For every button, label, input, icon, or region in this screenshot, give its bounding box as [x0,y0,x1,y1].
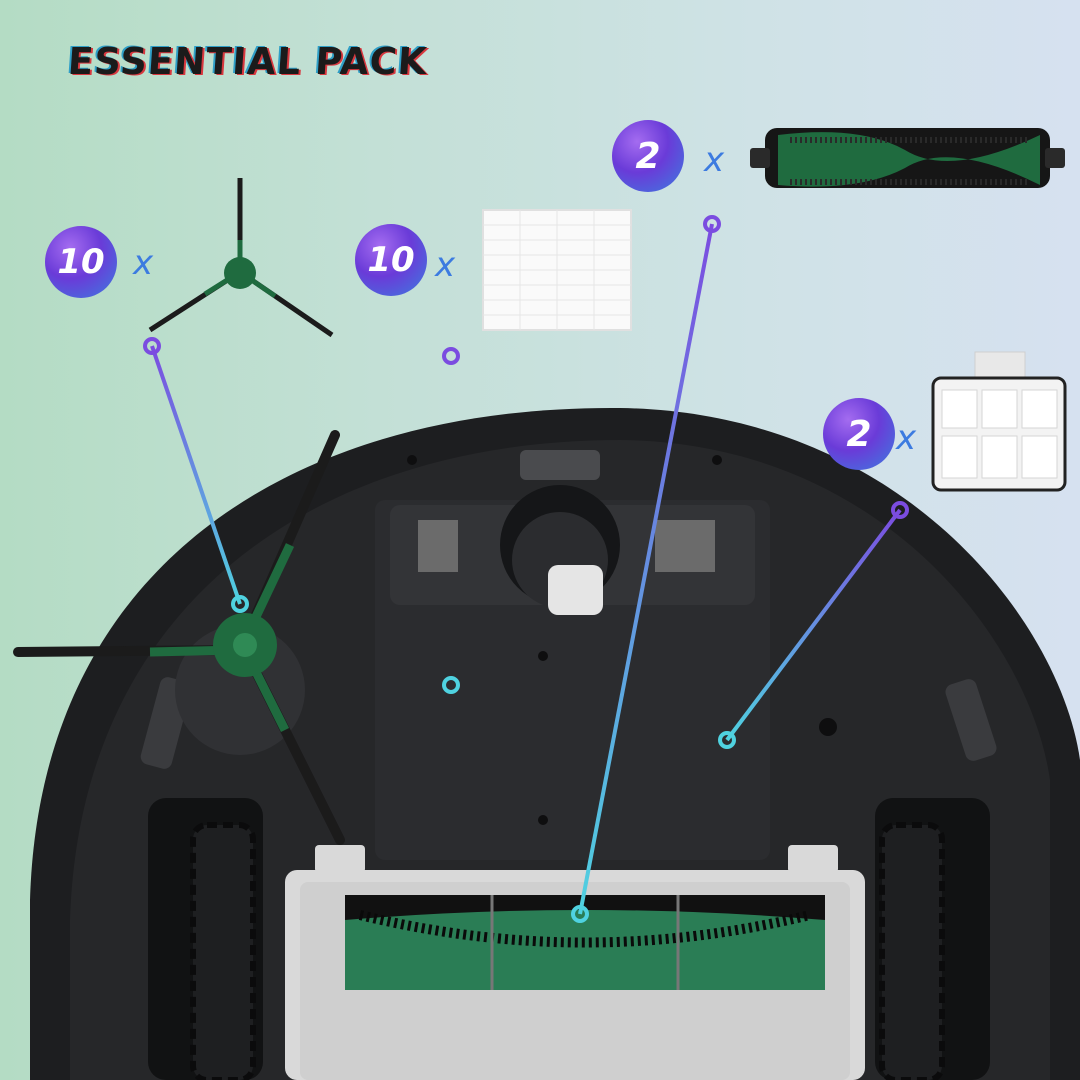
side-brush-count-badge: 10 [45,226,117,298]
hepa-filter-count-badge: 10 [355,224,427,296]
main-brush-count: 2 [635,135,661,177]
hepa-filter-count: 10 [367,240,415,280]
leader-lines [150,223,902,915]
leader-dots [143,215,909,923]
dust-bin-filter-product [931,351,1067,492]
hepa-filter-times: x [435,245,456,285]
hepa-filter-product [482,209,632,331]
installed-side-brush [13,430,345,845]
side-brush-product [148,178,334,338]
dust-bin-filter-count: 2 [846,413,872,455]
main-brush-times: x [704,140,725,180]
side-brush-times: x [133,243,154,283]
robot-vacuum-underside [30,407,1080,1080]
side-brush-count: 10 [57,242,105,282]
main-brush-count-badge: 2 [612,120,684,192]
main-brush-product [750,128,1065,188]
dust-bin-filter-count-badge: 2 [823,398,895,470]
dust-bin-filter-times: x [896,418,917,458]
